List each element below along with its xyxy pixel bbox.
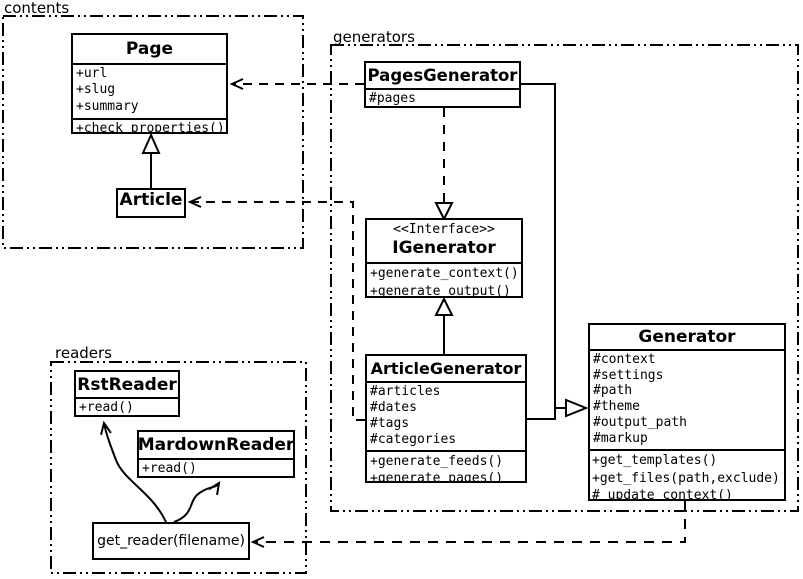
method: +get_files(path,exclude) bbox=[592, 470, 780, 486]
attribute: #dates bbox=[370, 399, 417, 415]
attribute: #categories bbox=[370, 431, 457, 447]
class-articlegenerator: ArticleGenerator #articles #dates #tags … bbox=[365, 354, 527, 483]
method: #_update_context() bbox=[592, 488, 733, 499]
class-igenerator-methods: +generate_context() +generate_output() bbox=[367, 264, 521, 296]
triangle-arrow-generator bbox=[565, 398, 589, 418]
function-get-reader: get_reader(filename) bbox=[92, 522, 250, 560]
attribute: #tags bbox=[370, 415, 410, 431]
method: +generate_context() bbox=[370, 266, 519, 281]
stereotype: <<Interface>> bbox=[393, 222, 495, 237]
class-igenerator-title: IGenerator bbox=[392, 238, 496, 258]
package-border-readers bbox=[50, 361, 307, 574]
class-articlegenerator-methods: +generate_feeds() +generate_pages() bbox=[367, 452, 525, 481]
class-page-methods: +check_properties() bbox=[73, 120, 226, 132]
package-border-generators bbox=[330, 44, 799, 512]
class-page: Page +url +slug +summary +check_properti… bbox=[71, 33, 228, 134]
triangle-arrow-page bbox=[141, 132, 161, 154]
class-rstreader-title: RstReader bbox=[76, 372, 178, 399]
attribute: +slug bbox=[76, 82, 116, 98]
edge-articlegenerator-to-article bbox=[187, 196, 365, 421]
class-igenerator: <<Interface>> IGenerator +generate_conte… bbox=[365, 218, 523, 298]
class-article-title: Article bbox=[119, 190, 183, 210]
class-pagesgenerator: PagesGenerator #pages bbox=[364, 61, 521, 108]
triangle-arrow-igenerator-bottom bbox=[434, 296, 454, 316]
class-page-title: Page bbox=[73, 35, 226, 65]
method: +generate_pages() bbox=[370, 471, 504, 481]
attribute: #output_path bbox=[593, 414, 687, 430]
attribute: +url bbox=[76, 66, 108, 81]
attribute: #context bbox=[593, 352, 656, 367]
class-generator-methods: +get_templates() +get_files(path,exclude… bbox=[590, 451, 784, 499]
class-page-attributes: +url +slug +summary bbox=[73, 65, 226, 120]
package-label-generators: generators bbox=[333, 28, 415, 46]
method: +get_templates() bbox=[592, 453, 718, 468]
class-generator-title: Generator bbox=[590, 325, 784, 351]
class-rstreader: RstReader +read() bbox=[74, 370, 180, 417]
class-pagesgenerator-attributes: #pages bbox=[366, 90, 519, 106]
attribute: +summary bbox=[76, 98, 139, 114]
class-article: Article bbox=[116, 188, 186, 218]
attribute: #path bbox=[593, 383, 633, 399]
method: +check_properties() bbox=[76, 121, 225, 132]
class-mardownreader: MardownReader +read() bbox=[137, 430, 295, 478]
package-border-contents bbox=[2, 15, 304, 249]
edge-getreader-to-rstreader bbox=[100, 420, 167, 523]
class-pagesgenerator-title: PagesGenerator bbox=[366, 63, 519, 90]
package-label-readers: readers bbox=[55, 344, 112, 362]
method: +generate_feeds() bbox=[370, 454, 504, 469]
edge-getreader-to-mardownreader bbox=[173, 480, 221, 523]
edge-generators-to-generator bbox=[521, 83, 556, 420]
attribute: #theme bbox=[593, 399, 640, 415]
method: +read() bbox=[142, 461, 197, 476]
triangle-arrow-igenerator-top bbox=[434, 202, 454, 222]
class-rstreader-methods: +read() bbox=[76, 399, 178, 415]
method: +generate_output() bbox=[370, 283, 511, 297]
class-articlegenerator-attributes: #articles #dates #tags #categories bbox=[367, 383, 525, 452]
edge-generator-to-getreader bbox=[250, 501, 686, 548]
attribute: #pages bbox=[369, 91, 416, 106]
function-get-reader-label: get_reader(filename) bbox=[97, 533, 245, 549]
method: +read() bbox=[79, 400, 134, 415]
class-mardownreader-title: MardownReader bbox=[138, 432, 294, 460]
class-generator-attributes: #context #settings #path #theme #output_… bbox=[590, 351, 784, 451]
class-mardownreader-methods: +read() bbox=[139, 460, 293, 476]
class-generator: Generator #context #settings #path #them… bbox=[588, 323, 786, 501]
attribute: #articles bbox=[370, 384, 441, 399]
attribute: #markup bbox=[593, 430, 648, 446]
package-label-contents: contents bbox=[4, 0, 70, 17]
class-articlegenerator-title: ArticleGenerator bbox=[367, 356, 525, 383]
attribute: #settings bbox=[593, 367, 664, 383]
class-igenerator-header: <<Interface>> IGenerator bbox=[367, 220, 521, 264]
